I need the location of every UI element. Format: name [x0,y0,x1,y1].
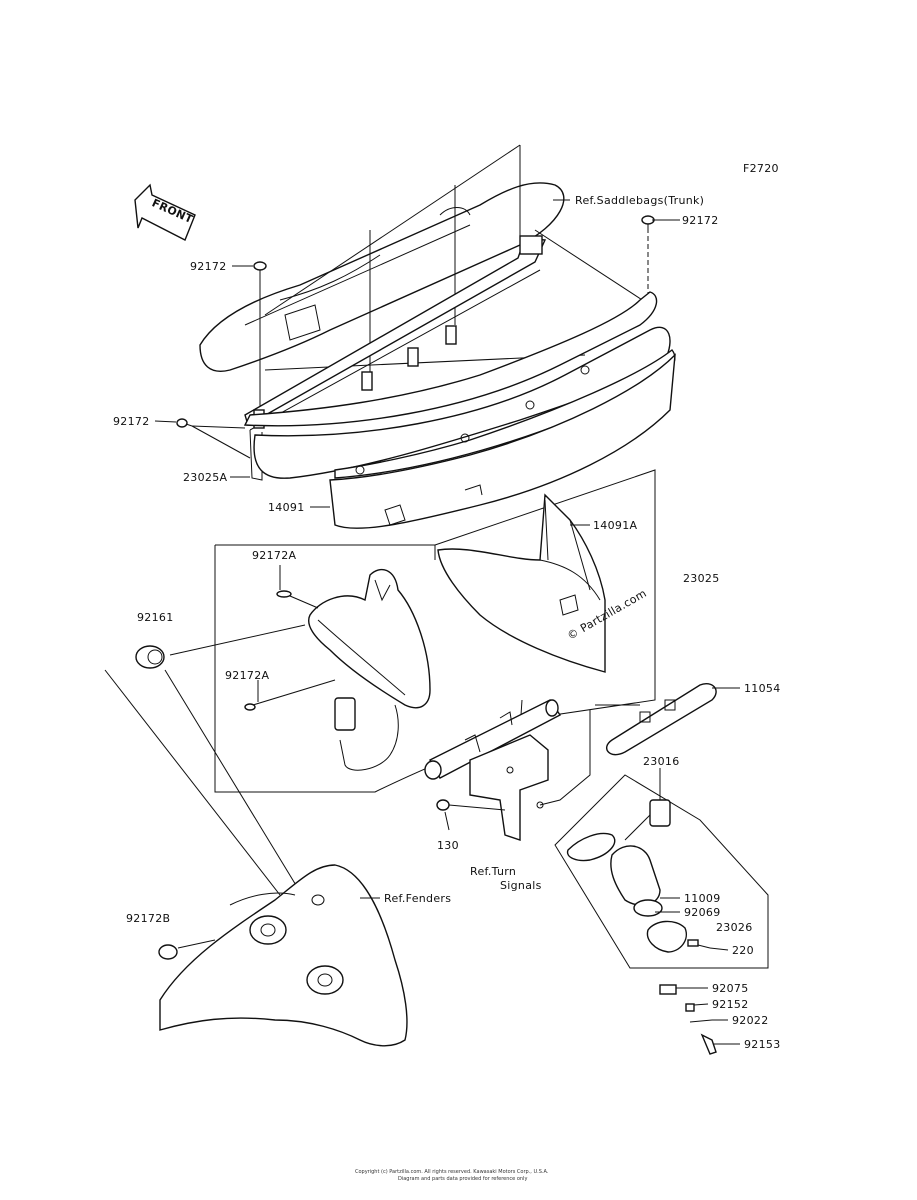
label-14091a: 14091A [593,519,637,532]
screw-92172-top-right [641,215,655,230]
bracket-11054 [539,683,717,806]
trunk-frame-23025a [244,235,547,481]
license-light-box [554,774,769,969]
label-ref-turn: Ref.Turn [470,865,516,878]
label-92172a-top: 92172A [252,549,296,562]
label-92069: 92069 [684,906,721,919]
label-23025: 23025 [683,572,720,585]
license-bracket [424,699,562,841]
label-92161: 92161 [137,611,174,624]
label-92172-left: 92172 [113,415,150,428]
label-92172-top-right: 92172 [682,214,719,227]
figure-code: F2720 [743,162,779,175]
footer-line-1: Copyright (c) Partzilla.com. All rights … [355,1169,549,1175]
label-14091: 14091 [268,501,305,514]
label-23025a: 23025A [183,471,227,484]
label-220: 220 [732,944,754,957]
part-labels: F2720 Ref.Saddlebags(Trunk) 92172 92172 … [113,162,781,1051]
label-92022: 92022 [732,1014,769,1027]
label-92153: 92153 [744,1038,781,1051]
label-ref-fenders: Ref.Fenders [384,892,451,905]
label-11054: 11054 [744,682,781,695]
footer-line-2: Diagram and parts data provided for refe… [398,1176,527,1182]
nut-130 [436,799,506,811]
screw-92172-left [176,418,251,459]
label-92172a-bottom: 92172A [225,669,269,682]
rear-fender-reference [159,864,408,1047]
label-92172b: 92172B [126,912,170,925]
label-23026: 23026 [716,921,753,934]
tail-lamp-23025 [244,568,431,771]
cover-14091a [437,493,606,673]
label-92152: 92152 [712,998,749,1011]
label-92075: 92075 [712,982,749,995]
grommet-92161 [104,624,306,901]
label-ref-signals: Signals [500,879,542,892]
license-light-23016 [566,799,717,1055]
label-130: 130 [437,839,459,852]
screw-92172-top-left [253,261,267,276]
footer: Copyright (c) Partzilla.com. All rights … [355,1169,549,1182]
label-92172-top-left: 92172 [190,260,227,273]
lower-trim-14091 [243,291,676,529]
label-ref-saddlebags: Ref.Saddlebags(Trunk) [575,194,704,207]
front-direction-arrow: FRONT [134,183,196,241]
label-11009: 11009 [684,892,721,905]
leader-lines [154,199,740,1045]
label-23016: 23016 [643,755,680,768]
grommet-92172b [158,939,216,960]
